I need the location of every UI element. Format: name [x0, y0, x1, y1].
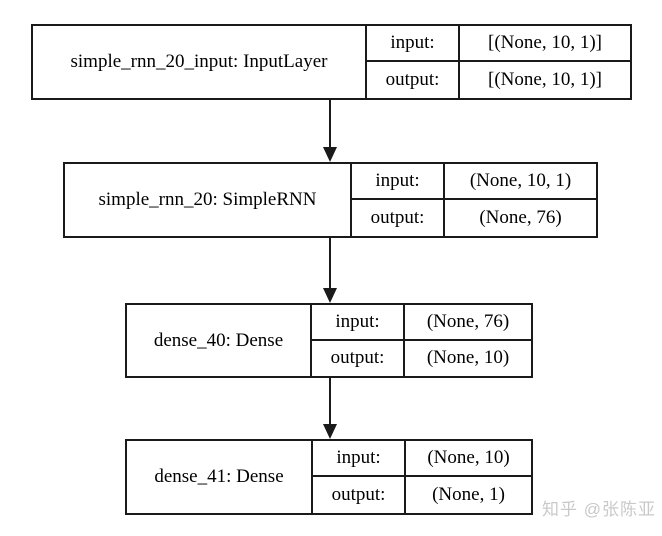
layer-node-dense-41: dense_41: Dense input: (None, 10) output…	[125, 439, 533, 515]
io-output-label: output:	[313, 477, 406, 513]
layer-name: dense_40: Dense	[127, 305, 312, 376]
io-output-shape: [(None, 10, 1)]	[488, 69, 602, 90]
io-input-shape: (None, 10)	[406, 441, 531, 477]
io-input-shape: (None, 10, 1)	[445, 164, 596, 200]
edge-arrow	[322, 238, 338, 303]
io-input-shape: [(None, 10, 1)]	[460, 26, 630, 62]
edge-line	[329, 238, 331, 289]
io-table: input: (None, 76) output: (None, 10)	[312, 305, 531, 376]
io-table: input: (None, 10, 1) output: (None, 76)	[352, 164, 596, 236]
arrowhead-icon	[323, 288, 337, 303]
io-output-shape: (None, 76)	[479, 207, 562, 228]
edge-arrow	[322, 99, 338, 162]
arrowhead-icon	[323, 424, 337, 439]
layer-name: simple_rnn_20: SimpleRNN	[65, 164, 352, 236]
io-input-label: input:	[352, 164, 445, 200]
io-output-label: output:	[352, 200, 445, 236]
layer-node-simple-rnn-20-input: simple_rnn_20_input: InputLayer input: […	[31, 24, 632, 100]
layer-node-dense-40: dense_40: Dense input: (None, 76) output…	[125, 303, 533, 378]
io-table: input: [(None, 10, 1)] output: [(None, 1…	[367, 26, 630, 98]
io-output-shape: (None, 1)	[432, 484, 505, 505]
io-input-label: input:	[313, 441, 406, 477]
io-input-label: input:	[312, 305, 405, 341]
layer-name: simple_rnn_20_input: InputLayer	[33, 26, 367, 98]
watermark-text: 知乎 @张陈亚	[542, 500, 656, 519]
layer-node-simple-rnn-20: simple_rnn_20: SimpleRNN input: (None, 1…	[63, 162, 598, 238]
edge-arrow	[322, 377, 338, 439]
edge-line	[329, 377, 331, 425]
io-output-label: output:	[367, 62, 460, 98]
io-table: input: (None, 10) output: (None, 1)	[313, 441, 531, 513]
io-output-shape: (None, 10)	[426, 347, 510, 369]
io-input-label: input:	[367, 26, 460, 62]
io-input-shape: (None, 76)	[405, 305, 531, 341]
io-output-label: output:	[312, 340, 405, 376]
layer-name: dense_41: Dense	[127, 441, 313, 513]
edge-line	[329, 99, 331, 148]
arrowhead-icon	[323, 147, 337, 162]
